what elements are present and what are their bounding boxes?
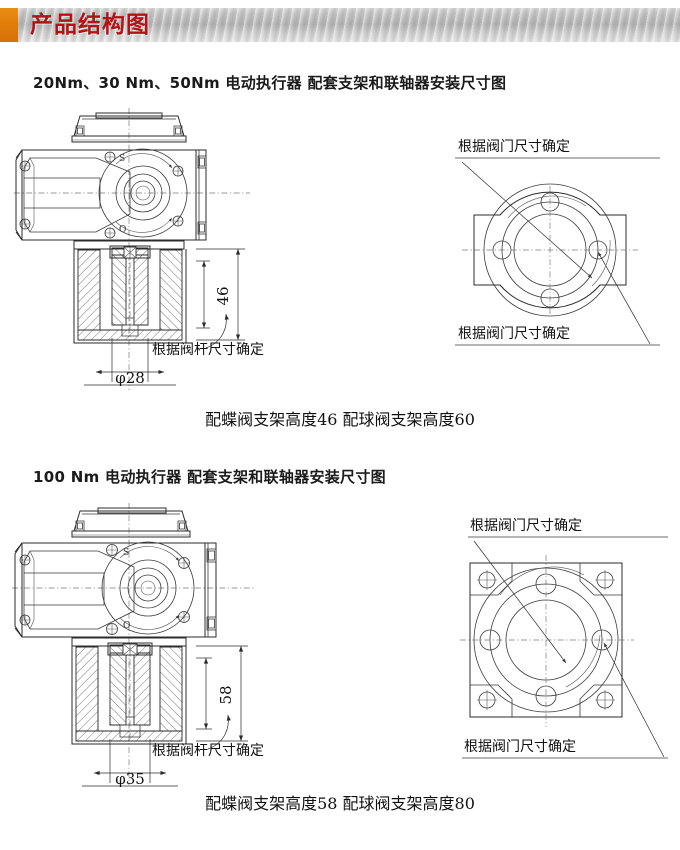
valve-flange-2: 根据阀门尺寸确定 [460,518,668,759]
page-header-banner: 产品结构图 [0,8,680,42]
caption-100nm: 配蝶阀支架高度58 配球阀支架高度80 [205,794,475,813]
bolt-head [19,160,31,230]
flange-note-top-2: 根据阀门尺寸确定 [470,518,582,534]
section-title-100nm: 100 Nm 电动执行器 配套支架和联轴器安装尺寸图 [33,468,386,486]
rotation-mark-o: O [123,621,130,631]
flange-corner-hole [477,570,615,710]
drive-output-circles [98,148,188,238]
bolt-head [104,151,184,239]
dimension-height-2: 58 [196,645,248,742]
dimension-value-bore: φ28 [115,369,145,387]
drive-output-circles [101,541,195,635]
rotation-mark-s: S [123,548,129,558]
dimension-value-height: 58 [217,685,235,704]
flange-note-bottom-2: 根据阀门尺寸确定 [464,739,576,755]
bolt-head [19,544,190,635]
flange-note-top-1: 根据阀门尺寸确定 [458,139,570,155]
valve-flange-1: 根据阀门尺寸确定 根据阀门尺寸确定 [455,139,660,346]
actuator-assembly-1: S O 46 [14,108,264,390]
rotation-mark-o: O [119,225,126,235]
rotation-mark-s: S [119,154,125,164]
header-accent-bar [0,8,18,42]
stem-note-1: 根据阀杆尺寸确定 [152,342,264,358]
page-title: 产品结构图 [30,12,150,38]
stem-note-2: 根据阀杆尺寸确定 [152,743,264,759]
dimension-bore-2: φ35 [82,739,178,788]
dimension-value-height: 46 [214,286,232,305]
drawing-area-20-50nm: S O 46 [0,100,680,400]
section-title-20-50nm: 20Nm、30 Nm、50Nm 电动执行器 配套支架和联轴器安装尺寸图 [33,74,507,92]
caption-20-50nm: 配蝶阀支架高度46 配球阀支架高度60 [205,410,475,429]
drawing-area-100nm: S O 58 根据阀杆尺寸确定 [0,495,680,795]
actuator-assembly-2: S O 58 根据阀杆尺寸确定 [12,503,264,788]
dimension-height-1: 46 [196,248,245,341]
flange-note-bottom-1: 根据阀门尺寸确定 [458,326,570,342]
dimension-bore-1: φ28 [84,338,176,387]
dimension-value-bore: φ35 [115,770,145,788]
